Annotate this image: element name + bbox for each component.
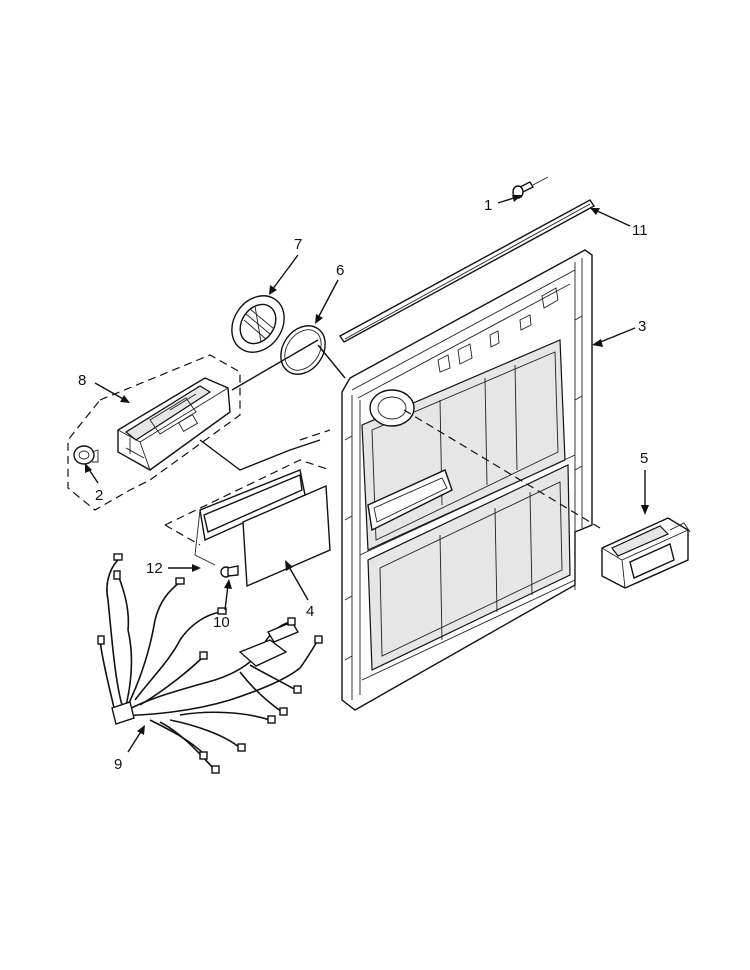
part-3-inner-door-panel[interactable]: [341, 249, 593, 711]
part-7-cap[interactable]: [221, 286, 295, 363]
part-1-screw[interactable]: [512, 176, 549, 199]
callout-1: 1: [484, 197, 492, 214]
callout-8: 8: [78, 372, 86, 389]
part-6-o-ring[interactable]: [272, 317, 335, 383]
callout-10: 10: [213, 614, 230, 631]
part-12-frame[interactable]: [194, 469, 306, 566]
part-11-top-strip[interactable]: [338, 199, 596, 343]
callout-3: 3: [638, 318, 646, 335]
part-10-screw[interactable]: [220, 565, 239, 578]
callout-labels: 1 2 3 4 5 6 7 8 9 10 11 12: [78, 197, 648, 773]
part-2-knob[interactable]: [73, 445, 99, 465]
callout-12: 12: [146, 560, 163, 577]
callout-11: 11: [632, 222, 648, 239]
part-8-dispenser[interactable]: [117, 377, 231, 471]
part-4-dashed-group: [164, 459, 331, 526]
callout-9: 9: [114, 756, 122, 773]
callout-6: 6: [336, 262, 344, 279]
callout-2: 2: [95, 487, 103, 504]
callout-7: 7: [294, 236, 302, 253]
callout-5: 5: [640, 450, 648, 467]
part-4-sheet[interactable]: [242, 484, 331, 588]
assembly-lines: [199, 339, 601, 529]
leader-lines: [85, 195, 649, 753]
part-8-dashed-group: [67, 354, 241, 511]
callout-4: 4: [306, 603, 314, 620]
part-5-vent[interactable]: [601, 517, 691, 589]
part-9-wire-harness[interactable]: [97, 553, 323, 774]
